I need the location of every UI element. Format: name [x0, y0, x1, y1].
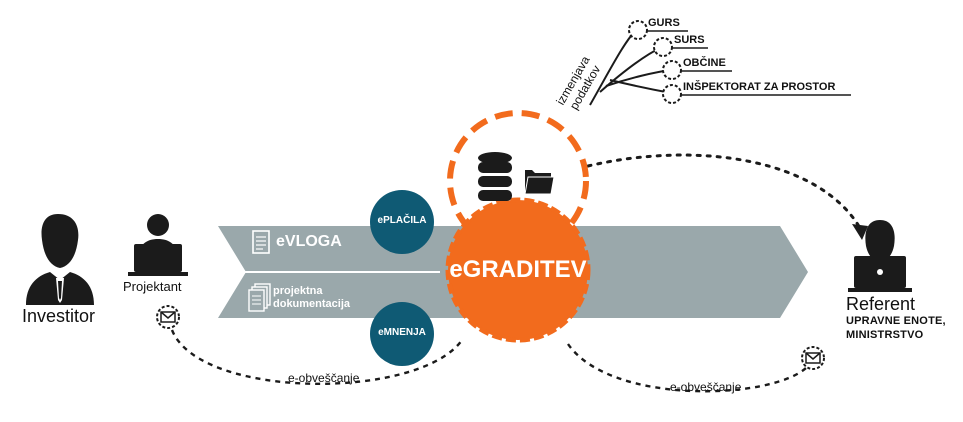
projektna-label: projektna — [273, 285, 323, 297]
emnenja-circle — [370, 302, 434, 366]
referent-sub-2: MINISTRSTVO — [846, 329, 924, 341]
data-flow-curve — [586, 153, 862, 230]
institution-obcine: OBČINE — [683, 57, 726, 69]
dokumentacija-label: dokumentacija — [273, 298, 351, 310]
egraditev-circle — [445, 197, 591, 343]
investitor-icon — [26, 214, 94, 305]
institution-underlines — [646, 30, 851, 96]
document-icon — [252, 230, 270, 254]
investitor-label: Investitor — [22, 306, 96, 326]
arrowhead-icon — [852, 224, 868, 240]
documents-stack-icon — [248, 283, 271, 312]
projektant-label: Projektant — [123, 279, 182, 294]
institution-inspektorat: INŠPEKTORAT ZA PROSTOR — [683, 81, 836, 93]
notify-curve-right — [567, 343, 807, 393]
referent-sub-1: UPRAVNE ENOTE, — [846, 315, 946, 327]
emnenja-label: eMNENJA — [378, 327, 426, 338]
mail-icon-left — [156, 305, 180, 329]
notify-label-right: e-obveščanje — [670, 380, 742, 394]
institution-surs: SURS — [674, 34, 705, 46]
evloga-label: eVLOGA — [276, 233, 342, 250]
node-circles — [628, 20, 682, 104]
eplacila-label: ePLAČILA — [377, 215, 427, 226]
projektant-icon — [128, 214, 188, 276]
referent-label: Referent — [846, 294, 916, 314]
database-icon — [478, 152, 512, 201]
folder-icon — [524, 170, 555, 195]
egraditev-label: eGRADITEV — [449, 256, 587, 283]
mail-icon-right — [801, 346, 825, 370]
notify-label-left: e-obveščanje — [288, 371, 360, 385]
eplacila-circle — [370, 190, 434, 254]
institution-gurs: GURS — [648, 17, 680, 29]
notify-curve-left — [170, 329, 463, 385]
referent-icon — [848, 220, 912, 292]
